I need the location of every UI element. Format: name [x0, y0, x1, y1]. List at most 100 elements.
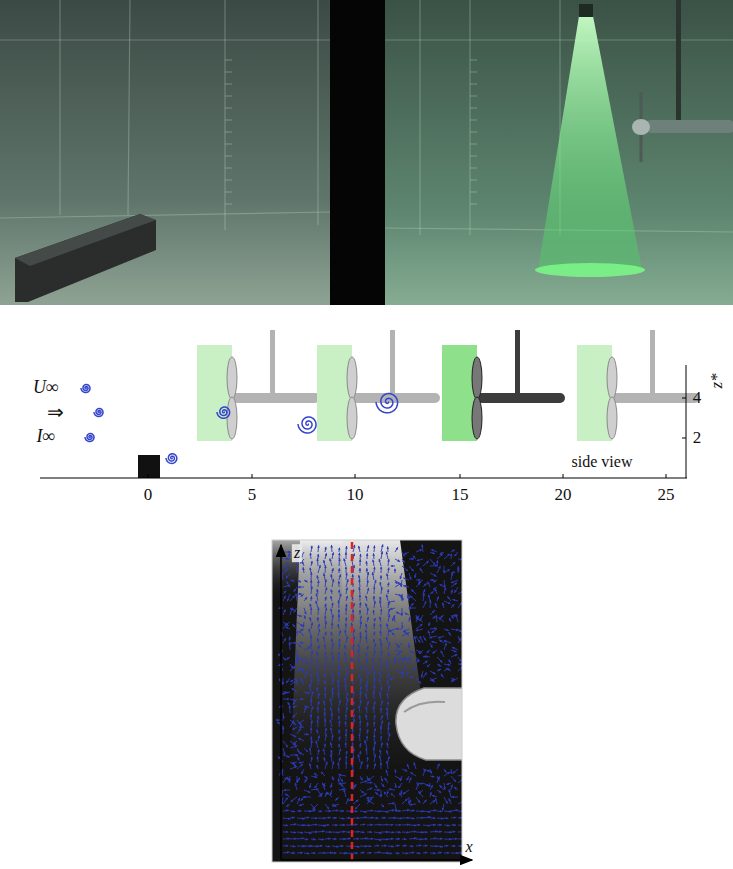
velocity-vector: [441, 674, 444, 678]
velocity-vector: [423, 769, 425, 776]
velocity-vector: [290, 762, 296, 766]
velocity-vector: [286, 627, 290, 629]
velocity-vector: [416, 811, 424, 813]
velocity-vector: [432, 629, 437, 633]
velocity-vector: [311, 776, 317, 777]
velocity-vector: [440, 552, 444, 554]
velocity-vector: [353, 824, 358, 826]
scale-tick: [470, 107, 477, 108]
velocity-vector: [374, 650, 376, 657]
velocity-vector: [297, 748, 299, 752]
velocity-vector: [415, 573, 416, 578]
velocity-vector: [374, 623, 375, 629]
tower: [390, 330, 395, 398]
velocity-vector: [388, 559, 390, 566]
velocity-vector: [380, 597, 381, 601]
velocity-vector: [341, 784, 346, 790]
velocity-vector: [437, 811, 442, 813]
velocity-vector: [304, 608, 306, 614]
velocity-vector: [325, 817, 331, 819]
velocity-vector: [409, 677, 413, 678]
velocity-vector: [311, 623, 312, 629]
velocity-vector: [440, 584, 444, 587]
velocity-vector: [447, 783, 451, 785]
velocity-vector: [360, 838, 367, 840]
velocity-vector: [290, 681, 296, 685]
velocity-vector: [381, 783, 384, 787]
velocity-vector: [283, 638, 286, 643]
image-frame: [272, 540, 462, 862]
velocity-vector: [388, 733, 390, 741]
velocity-vector: [289, 706, 290, 713]
velocity-vector: [409, 558, 414, 559]
velocity-vector: [408, 594, 409, 599]
velocity-vector: [429, 636, 437, 638]
velocity-vector: [317, 665, 318, 671]
velocity-vector: [423, 769, 430, 771]
velocity-vector: [366, 658, 367, 664]
velocity-vector: [451, 590, 452, 594]
velocity-vector: [439, 618, 444, 622]
velocity-vector: [318, 839, 324, 841]
velocity-vector: [437, 764, 439, 769]
velocity-vector: [311, 699, 312, 706]
velocity-vector: [402, 839, 406, 840]
scale-tick: [470, 119, 477, 120]
velocity-vector: [304, 706, 309, 707]
velocity-vector: [317, 638, 318, 643]
velocity-vector: [388, 810, 394, 812]
velocity-vector: [416, 797, 420, 803]
velocity-vector: [359, 706, 360, 713]
velocity-vector: [283, 610, 285, 615]
velocity-vector: [381, 736, 382, 741]
velocity-vector: [451, 769, 452, 774]
velocity-vector: [339, 548, 340, 552]
velocity-vector: [395, 671, 402, 673]
view-label: side view: [572, 453, 633, 471]
velocity-vector: [414, 763, 416, 769]
velocity-vector: [437, 790, 441, 793]
velocity-vector: [352, 765, 354, 769]
velocity-vector: [311, 596, 313, 601]
velocity-vector: [304, 817, 309, 819]
velocity-vector: [432, 650, 437, 653]
velocity-vector: [325, 719, 326, 727]
velocity-vector: [367, 852, 371, 853]
velocity-vector: [409, 810, 415, 812]
velocity-vector: [458, 603, 462, 608]
velocity-vector: [360, 794, 366, 797]
velocity-vector: [441, 651, 444, 657]
velocity-vector: [297, 838, 304, 840]
velocity-vector: [314, 773, 318, 776]
velocity-vector: [366, 693, 367, 699]
velocity-vector: [388, 685, 390, 692]
velocity-vector: [451, 817, 456, 819]
velocity-vector: [388, 824, 393, 825]
velocity-vector: [388, 609, 390, 615]
velocity-vector: [451, 583, 457, 587]
velocity-vector: [387, 790, 389, 794]
velocity-vector: [381, 701, 383, 706]
velocity-vector: [332, 810, 338, 812]
velocity-vector: [332, 615, 333, 622]
velocity-vector: [346, 818, 350, 819]
velocity-vector: [381, 567, 382, 573]
axis-tick: [563, 474, 564, 478]
velocity-vector: [299, 631, 304, 636]
velocity-vector: [418, 791, 423, 797]
turbine-nacelle: [645, 120, 733, 133]
velocity-vector: [297, 669, 304, 671]
velocity-vector: [444, 643, 446, 650]
velocity-vector: [366, 748, 368, 755]
rotor-blade: [227, 357, 237, 399]
velocity-vector: [290, 664, 293, 669]
x-tick-label: 20: [555, 486, 572, 505]
velocity-vector: [381, 587, 383, 594]
velocity-vector: [409, 566, 414, 571]
velocity-vector: [373, 610, 375, 615]
velocity-vector: [430, 671, 435, 674]
velocity-vector: [311, 728, 312, 734]
velocity-vector: [346, 729, 347, 734]
velocity-vector: [311, 692, 313, 699]
scale-tick: [225, 155, 232, 156]
